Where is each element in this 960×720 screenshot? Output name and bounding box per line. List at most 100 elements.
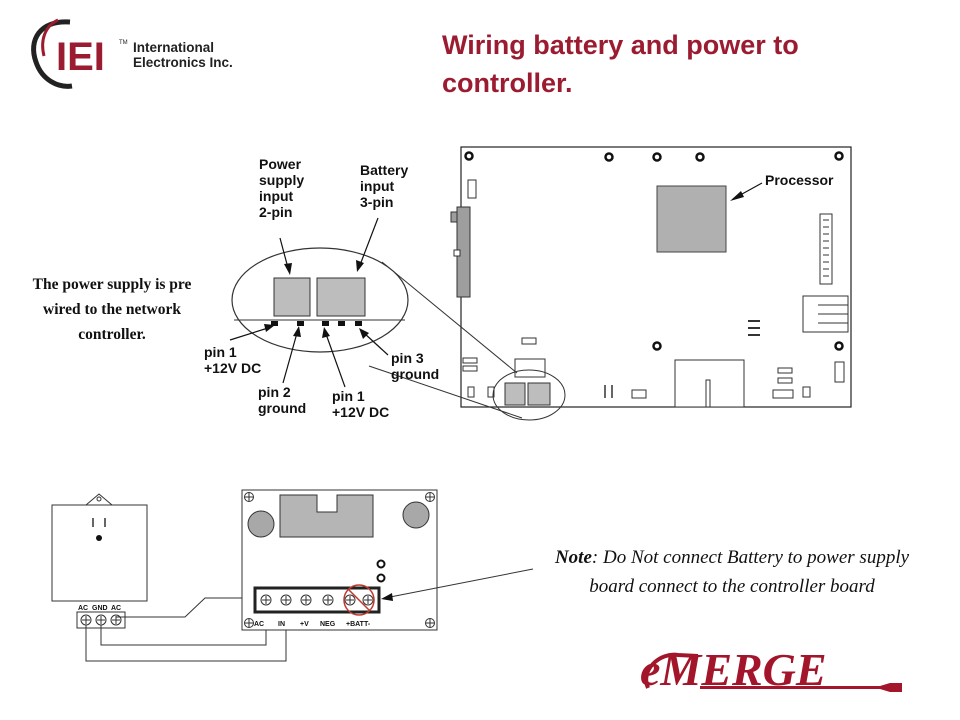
terminal-label-neg: NEG bbox=[320, 621, 336, 628]
power-input-arrow bbox=[279, 237, 289, 269]
transformer-tab bbox=[84, 493, 114, 506]
plug-in-transformer: AC GND AC bbox=[51, 493, 148, 629]
battery-prohibited-slash bbox=[347, 588, 371, 612]
page-title: Wiring battery and power to controller. bbox=[442, 30, 799, 98]
emerge-underline bbox=[700, 683, 902, 692]
pin1-right-arrow bbox=[325, 333, 346, 388]
processor-label: Processor bbox=[765, 172, 834, 188]
label-line: +12V DC bbox=[204, 360, 262, 376]
plug-ground bbox=[96, 535, 102, 541]
edge-connector-tab bbox=[450, 211, 458, 223]
company-name-line1: International bbox=[133, 40, 215, 55]
transformer-screws bbox=[80, 614, 122, 626]
arrowhead bbox=[359, 328, 369, 339]
zoom-line bbox=[381, 261, 518, 374]
connector-pins bbox=[271, 321, 362, 326]
pin1-left-arrow bbox=[229, 327, 269, 341]
warning-text: : Do Not connect Battery to power supply… bbox=[589, 547, 910, 597]
led bbox=[376, 559, 386, 569]
capacitor bbox=[402, 501, 430, 529]
arrowhead bbox=[264, 324, 275, 332]
terminal-label-ac: AC bbox=[254, 621, 264, 628]
mount-hole bbox=[604, 152, 614, 162]
company-name: International Electronics Inc. bbox=[133, 40, 233, 70]
ribbon-header bbox=[819, 213, 833, 285]
battery-input-arrow bbox=[359, 217, 379, 266]
emerge-swoosh bbox=[644, 652, 699, 689]
jumper bbox=[521, 337, 537, 345]
terminal-label-batt: +BATT- bbox=[346, 621, 371, 628]
label-line: 2-pin bbox=[259, 204, 293, 220]
power-supply-connector bbox=[273, 277, 311, 317]
mount-hole bbox=[652, 341, 662, 351]
jumper bbox=[777, 377, 793, 384]
note-pointer-arrowhead bbox=[381, 593, 393, 601]
label-line: pin 1 bbox=[332, 388, 365, 404]
label-line: ground bbox=[391, 366, 440, 382]
logo-mark: IEI bbox=[56, 35, 105, 79]
power-supply-input-label: Power supply input 2-pin bbox=[259, 156, 304, 220]
jumper bbox=[487, 386, 495, 398]
logo-tm: TM bbox=[119, 40, 128, 46]
logo-swoosh-red bbox=[41, 18, 59, 57]
arrowhead bbox=[322, 327, 330, 338]
label-line: pin 3 bbox=[391, 350, 424, 366]
iei-logo: IEI TM bbox=[31, 18, 128, 89]
label-line: ground bbox=[258, 400, 307, 416]
arrowhead bbox=[284, 263, 292, 275]
battery-connector-board bbox=[527, 382, 551, 406]
zoom-source-circle bbox=[492, 369, 566, 421]
jumper bbox=[467, 386, 475, 398]
battery-header-board bbox=[514, 358, 546, 378]
power-connector-board bbox=[504, 382, 526, 406]
wire bbox=[100, 602, 267, 646]
emerge-logo-text: eMERGE bbox=[640, 644, 827, 695]
mount-hole bbox=[695, 152, 705, 162]
label-line: input bbox=[360, 178, 395, 194]
prewired-note: The power supply is pre wired to the net… bbox=[32, 276, 192, 343]
battery-connector bbox=[316, 277, 366, 317]
pin2-label: pin 2 ground bbox=[258, 384, 306, 416]
battery-prohibited-circle bbox=[343, 584, 375, 616]
capacitor bbox=[247, 510, 275, 538]
battery-warning-note: Note: Do Not connect Battery to power su… bbox=[532, 543, 932, 601]
transformer-label-ac2: AC bbox=[111, 605, 121, 612]
edge-connector-notch bbox=[453, 249, 461, 257]
jumper bbox=[834, 361, 845, 383]
transformer-label-gnd: GND bbox=[92, 605, 108, 612]
led-group bbox=[748, 320, 760, 336]
mount-hole bbox=[464, 151, 474, 161]
jumper bbox=[802, 386, 811, 398]
terminal-label-in: IN bbox=[278, 621, 285, 628]
battery-input-label: Battery input 3-pin bbox=[360, 162, 408, 210]
label-line: input bbox=[259, 188, 294, 204]
terminal-label-v: +V bbox=[300, 621, 309, 628]
processor-arrowhead bbox=[730, 191, 744, 201]
jumper bbox=[462, 365, 478, 372]
power-supply-board: AC IN +V NEG +BATT- bbox=[241, 489, 438, 631]
transformer-label-ac1: AC bbox=[78, 605, 88, 612]
pin2-arrow bbox=[282, 332, 298, 384]
pin1-left-label: pin 1 +12V DC bbox=[204, 344, 261, 376]
arrowhead bbox=[356, 260, 364, 272]
board-corner-screws bbox=[244, 492, 435, 628]
mount-hole bbox=[834, 341, 844, 351]
label-line: Power bbox=[259, 156, 302, 172]
label-line: +12V DC bbox=[332, 404, 390, 420]
warning-prefix: Note bbox=[554, 547, 592, 568]
terminal-strip bbox=[253, 586, 381, 614]
jumper bbox=[772, 389, 794, 399]
pin3-label: pin 3 ground bbox=[391, 350, 439, 382]
jumper bbox=[462, 357, 478, 364]
pin1-right-label: pin 1 +12V DC bbox=[332, 388, 389, 420]
note-pointer-line bbox=[384, 568, 534, 599]
label-line: pin 2 bbox=[258, 384, 291, 400]
label-line: pin 1 bbox=[204, 344, 237, 360]
company-name-line2: Electronics Inc. bbox=[133, 55, 233, 70]
bottom-connector-slot bbox=[705, 379, 711, 408]
zoom-line bbox=[368, 365, 523, 419]
mount-hole bbox=[834, 151, 844, 161]
emerge-logo: eMERGE bbox=[640, 644, 902, 695]
mount-hole bbox=[652, 152, 662, 162]
